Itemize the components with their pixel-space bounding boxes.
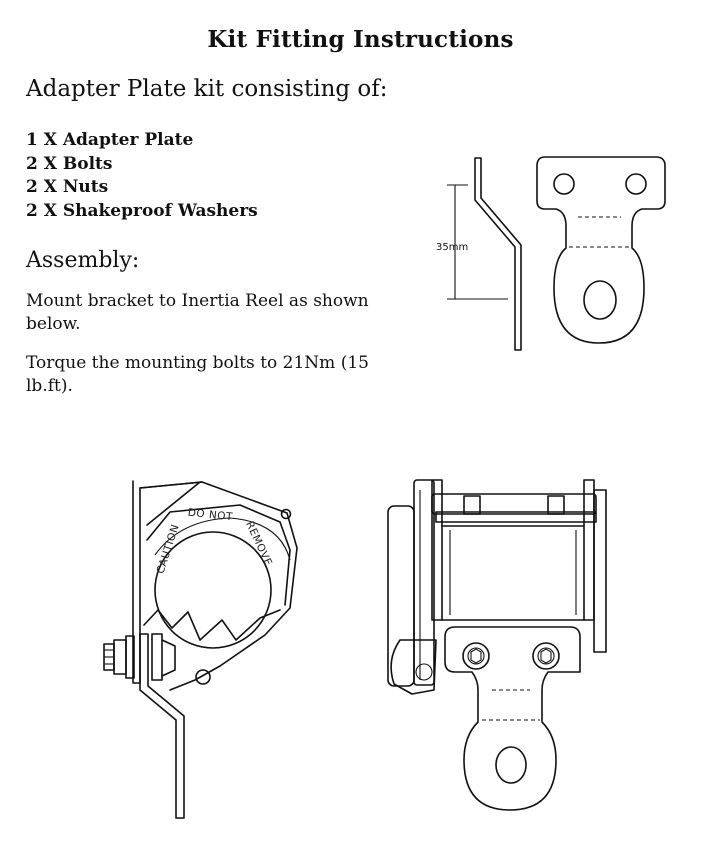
parts-list-item: 2 X Nuts: [26, 177, 109, 197]
caution-label-left: CAUTION: [155, 523, 182, 576]
document-title: Kit Fitting Instructions: [207, 26, 514, 53]
reel-spool-icon: [154, 531, 272, 649]
inertia-reel-side-view: CAUTION DO NOT REMOVE: [103, 480, 298, 819]
assembly-heading: Assembly:: [26, 248, 140, 273]
inertia-reel-front-view: [387, 479, 607, 811]
anchor-hole-icon: [495, 746, 527, 784]
adapter-plate-side-view: 35mm: [436, 157, 522, 351]
adapter-plate-front-view: [536, 156, 666, 344]
dimension-label: 35mm: [436, 242, 468, 253]
torque-instruction: Torque the mounting bolts to 21Nm (15 lb…: [26, 353, 369, 396]
parts-list-item: 2 X Shakeproof Washers: [26, 200, 258, 221]
bolt-head-icon: [532, 642, 560, 670]
parts-list-item: 1 X Adapter Plate: [26, 130, 194, 150]
caution-label-top: DO NOT: [187, 507, 233, 524]
parts-list-item: 2 X Bolts: [26, 153, 113, 174]
mounting-hole-icon: [553, 173, 575, 195]
mounting-hole-icon: [625, 173, 647, 195]
anchor-hole-icon: [583, 280, 617, 320]
kit-contents-heading: Adapter Plate kit consisting of:: [26, 76, 388, 102]
parts-list: 1 X Adapter Plate 2 X Bolts 2 X Nuts 2 X…: [26, 129, 258, 223]
mount-instruction: Mount bracket to Inertia Reel as shown b…: [26, 291, 369, 334]
bolt-head-icon: [462, 642, 490, 670]
